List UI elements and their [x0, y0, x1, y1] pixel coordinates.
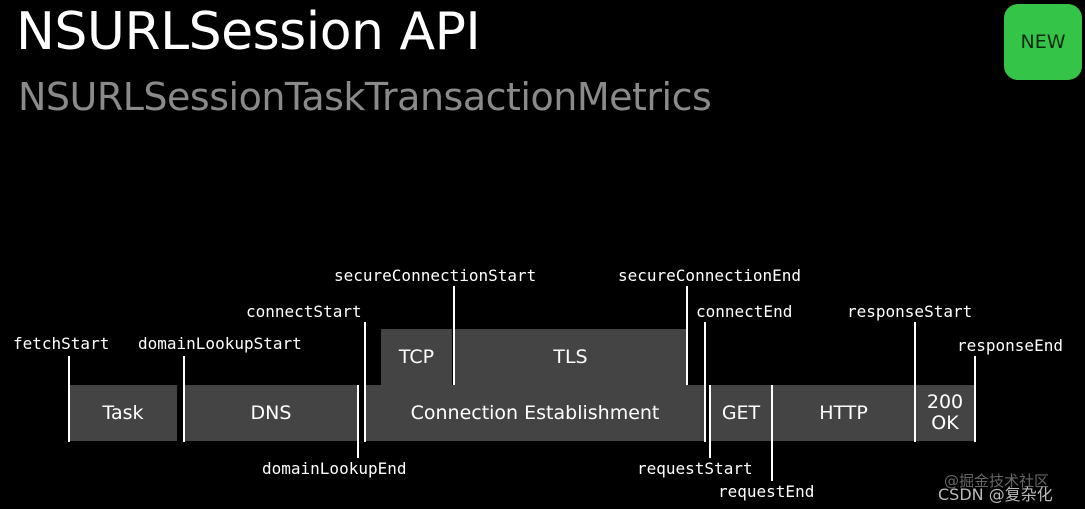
response-start-tick	[914, 322, 916, 442]
task-bar: Task	[69, 385, 177, 441]
secure-connection-end-tick	[686, 286, 688, 385]
domain-lookup-end-tick	[357, 385, 359, 458]
status-code: 200	[926, 391, 964, 413]
watermark-csdn: CSDN @复杂化	[938, 485, 1053, 504]
domain-lookup-start-tick	[183, 356, 185, 442]
connect-start-label: connectStart	[246, 302, 362, 321]
connect-end-label: connectEnd	[696, 302, 793, 321]
request-start-tick	[709, 385, 711, 458]
status-text: OK	[931, 412, 959, 434]
dns-bar: DNS	[185, 385, 357, 441]
response-end-tick	[974, 356, 976, 442]
request-end-label: requestEnd	[718, 482, 815, 501]
secure-connection-start-tick	[453, 286, 455, 385]
new-badge: NEW	[1004, 4, 1082, 80]
tls-bar: TLS	[455, 329, 686, 385]
secure-connection-end-label: secureConnectionEnd	[618, 266, 802, 285]
connect-end-tick	[704, 322, 706, 442]
connect-start-tick	[364, 322, 366, 442]
request-end-tick	[771, 385, 773, 481]
request-start-label: requestStart	[637, 459, 753, 478]
fetch-start-tick	[68, 356, 70, 442]
get-bar: GET	[711, 385, 771, 441]
fetch-start-label: fetchStart	[13, 334, 110, 353]
page-subtitle: NSURLSessionTaskTransactionMetrics	[18, 75, 712, 119]
domain-lookup-end-label: domainLookupEnd	[262, 459, 407, 478]
response-start-label: responseStart	[847, 302, 973, 321]
connection-establishment-bar: Connection Establishment	[366, 385, 704, 441]
page-title: NSURLSession API	[16, 2, 481, 62]
watermark-juejin: @掘金技术社区	[944, 472, 1050, 490]
http-bar: HTTP	[773, 385, 914, 441]
tcp-bar: TCP	[381, 329, 452, 385]
domain-lookup-start-label: domainLookupStart	[138, 334, 302, 353]
response-end-label: responseEnd	[957, 336, 1063, 355]
status-200-ok-bar: 200 OK	[916, 385, 974, 441]
secure-connection-start-label: secureConnectionStart	[334, 266, 537, 285]
